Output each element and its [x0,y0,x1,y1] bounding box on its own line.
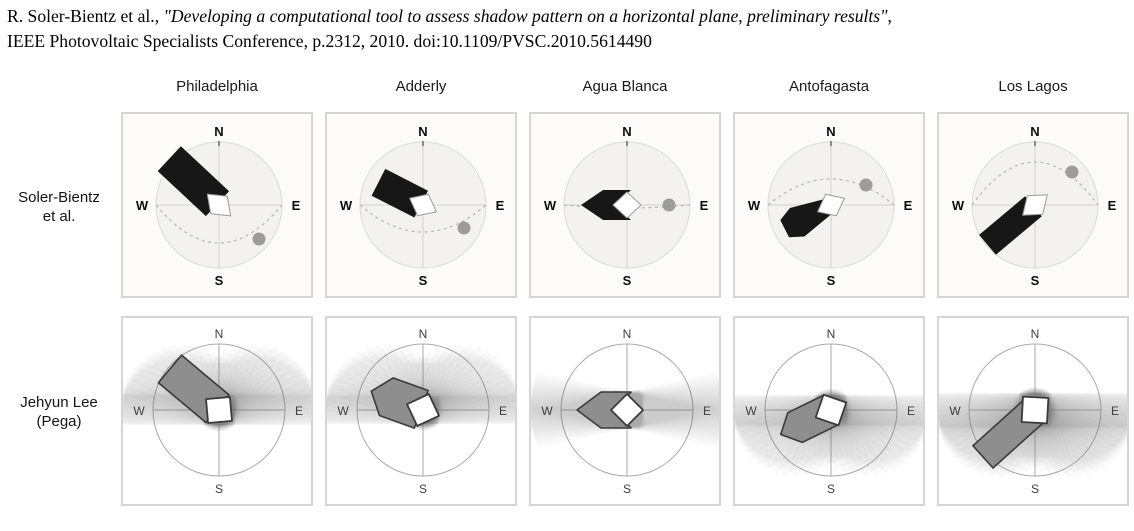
panel-soler-bientz-adderly: N S W E [325,112,517,298]
compass-figure: N S W E [735,327,923,496]
citation-line-2: IEEE Photovoltaic Specialists Conference… [7,31,652,51]
compass-label-w: W [133,404,145,418]
column-header-los-lagos: Los Lagos [998,78,1068,95]
compass-label-w: W [952,198,965,213]
compass-figure: N S W E [123,327,311,496]
row-label-line: Jehyun Lee [20,394,98,411]
compass-label-e: E [295,404,303,418]
compass-figure: N S W E [748,124,913,288]
panel-soler-bientz-los-lagos: N S W E [937,112,1129,298]
compass-figure: N S W E [541,327,711,496]
panel-marker-diamond [406,393,440,427]
row-label-jehyun-lee: Jehyun Lee (Pega) [0,393,118,431]
row-label-line: Soler-Bientz [18,189,100,206]
compass-label-e: E [907,404,915,418]
sun-path-arc [971,161,1099,206]
sun-position-dot [252,232,266,246]
row-label-line: et al. [42,208,76,225]
compass-label-s: S [827,482,835,496]
sun-position-dot [457,221,471,235]
compass-label-n: N [826,124,835,139]
column-header-antofagasta: Antofagasta [788,78,870,95]
compass-figure: N S W E [952,124,1117,288]
compass-label-w: W [340,198,353,213]
sun-path-arc [155,204,283,244]
compass-figure: N S W E [340,124,505,288]
compass-figure: N S W E [544,124,709,288]
compass-label-n: N [623,327,632,341]
citation-line-1: R. Soler-Bientz et al., "Developing a co… [7,4,1129,29]
compass-label-s: S [1031,273,1040,288]
row-label-soler-bientz: Soler-Bientz et al. [0,188,118,226]
compass-label-w: W [748,198,761,213]
compass-label-n: N [827,327,836,341]
compass-label-s: S [623,482,631,496]
panel-marker-diamond [817,193,845,217]
panel-soler-bientz-agua-blanca: N S W E [529,112,721,298]
compass-label-s: S [1031,482,1039,496]
compass-figure: N S W E [939,327,1127,496]
citation-authors: R. Soler-Bientz et al., [7,6,164,26]
compass-label-n: N [622,124,631,139]
sun-position-dot [859,178,873,192]
compass-label-e: E [1108,198,1117,213]
compass-figure: N S W E [327,327,515,496]
compass-figure: N S W E [136,124,301,288]
compass-label-n: N [214,124,223,139]
column-header-adderly: Adderly [395,78,447,95]
compass-label-e: E [1111,404,1119,418]
panel-marker-diamond [612,191,642,219]
citation: R. Soler-Bientz et al., "Developing a co… [7,4,1129,54]
compass-label-s: S [419,273,428,288]
compass-label-w: W [745,404,757,418]
compass-label-e: E [703,404,711,418]
citation-line1-suffix: , [887,6,892,26]
compass-label-s: S [215,273,224,288]
panel-marker-diamond [1020,395,1050,425]
panel-jehyun-lee-los-lagos: N S W E [937,316,1129,506]
panel-jehyun-lee-adderly: N S W E [325,316,517,506]
compass-label-e: E [904,198,913,213]
compass-label-w: W [337,404,349,418]
panel-jehyun-lee-agua-blanca: N S W E [529,316,721,506]
compass-label-w: W [541,404,553,418]
compass-label-n: N [1030,124,1039,139]
sun-path-arc [563,204,691,209]
panel-marker-diamond [205,396,233,424]
panel-soler-bientz-philadelphia: N S W E [121,112,313,298]
compass-label-e: E [499,404,507,418]
compass-label-w: W [136,198,149,213]
compass-label-s: S [623,273,632,288]
compass-label-e: E [496,198,505,213]
compass-label-s: S [419,482,427,496]
compass-label-w: W [949,404,961,418]
compass-label-w: W [544,198,557,213]
column-header-philadelphia: Philadelphia [176,78,258,95]
panel-marker-diamond [409,193,437,217]
panel-jehyun-lee-philadelphia: N S W E [121,316,313,506]
compass-label-e: E [700,198,709,213]
citation-title: "Developing a computational tool to asse… [163,6,888,26]
compass-label-n: N [1031,327,1040,341]
panel-marker-diamond [814,393,848,427]
sun-position-dot [1065,165,1079,179]
compass-label-n: N [418,124,427,139]
panel-marker-diamond [610,393,644,427]
compass-label-s: S [215,482,223,496]
row-label-line: (Pega) [36,413,82,430]
panel-marker-diamond [206,193,232,217]
compass-label-s: S [827,273,836,288]
compass-label-n: N [215,327,224,341]
shadow-shape [581,190,631,220]
panel-jehyun-lee-antofagasta: N S W E [733,316,925,506]
panel-marker-diamond [1022,194,1048,216]
column-header-agua-blanca: Agua Blanca [582,78,668,95]
sun-position-dot [662,198,676,212]
compass-label-e: E [292,198,301,213]
panel-soler-bientz-antofagasta: N S W E [733,112,925,298]
compass-label-n: N [419,327,428,341]
